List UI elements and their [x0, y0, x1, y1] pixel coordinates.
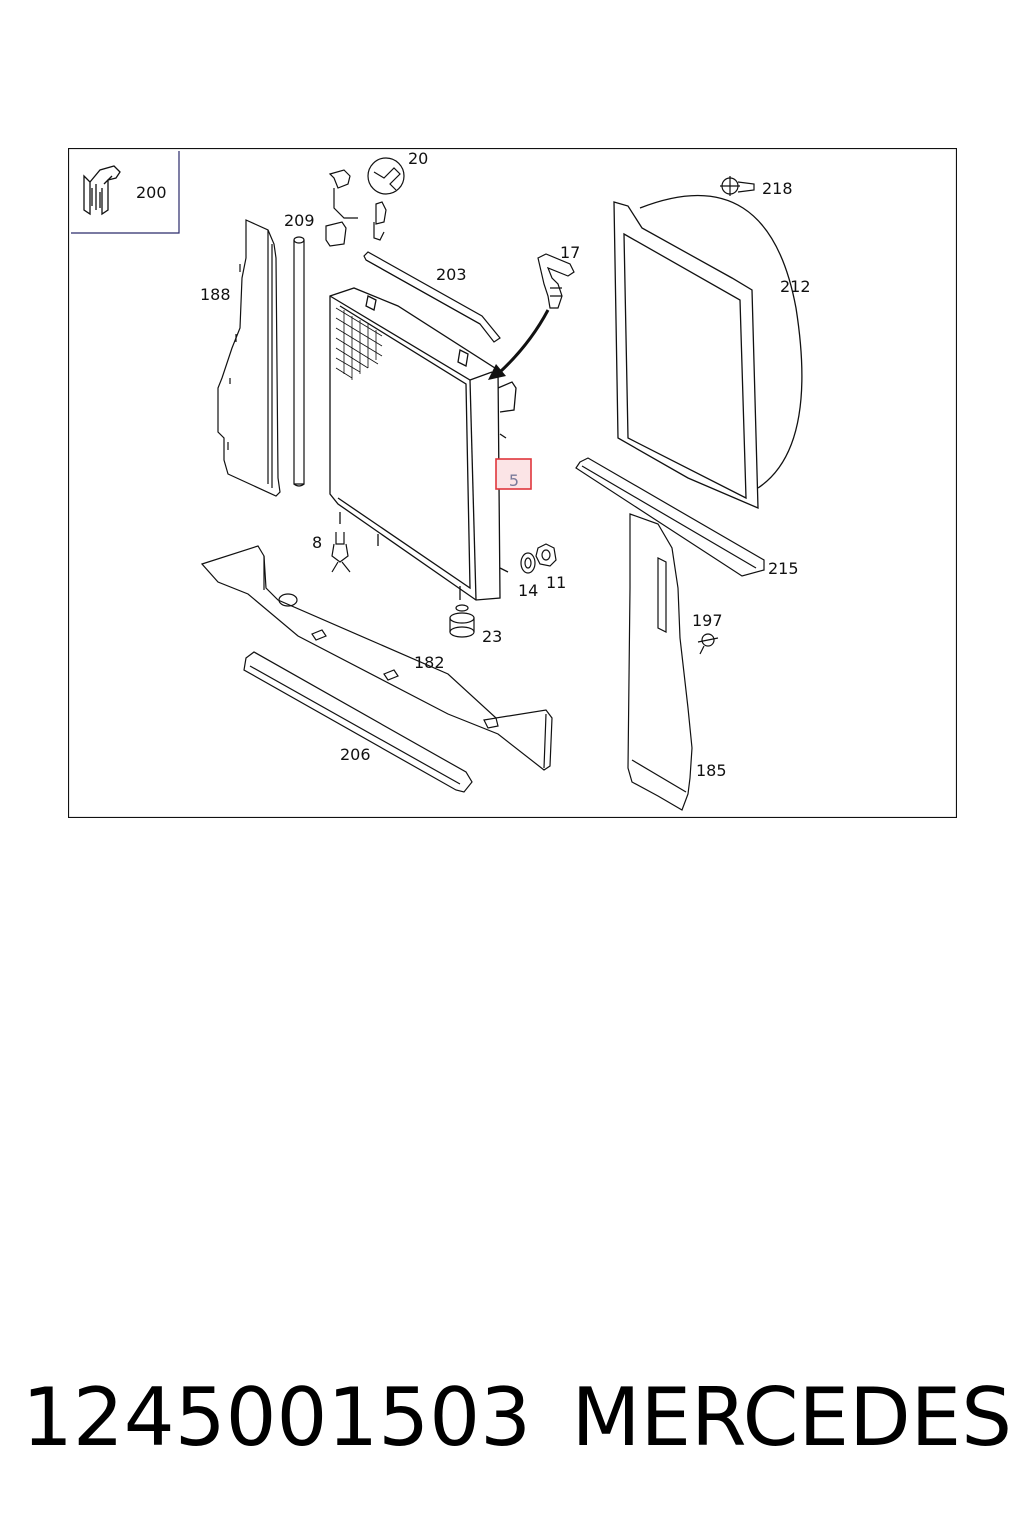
callout-20: 20 — [408, 149, 428, 168]
part-188-side-panel — [217, 219, 281, 497]
part-5-radiator — [329, 287, 517, 601]
part-182-cross-member — [200, 545, 553, 771]
part-185-side-panel — [627, 513, 693, 811]
callout-188: 188 — [200, 285, 231, 304]
callout-209: 209 — [284, 211, 315, 230]
part-203-seal-strip — [363, 251, 501, 343]
part-215-seal-strip — [575, 457, 765, 577]
callout-5: 5 — [509, 471, 519, 490]
clip-icon — [83, 165, 121, 216]
callout-11: 11 — [546, 573, 566, 592]
part-8-clip — [331, 532, 351, 573]
highlight-box-5 — [495, 458, 532, 490]
callout-23: 23 — [482, 627, 502, 646]
part-number: 1245001503 — [22, 1371, 531, 1464]
part-218-clip — [720, 176, 755, 196]
part-20-brackets — [325, 157, 405, 247]
part-14-washer — [520, 552, 536, 574]
pointer-arrowhead — [488, 364, 506, 380]
callout-8: 8 — [312, 533, 322, 552]
pointer-arrow — [498, 309, 550, 374]
callout-185: 185 — [696, 761, 727, 780]
part-206-seal-strip — [243, 651, 473, 793]
inset-label: 200 — [136, 183, 167, 202]
callout-182: 182 — [414, 653, 445, 672]
callout-215: 215 — [768, 559, 799, 578]
brand-name: MERCEDES — [571, 1371, 1012, 1464]
callout-203: 203 — [436, 265, 467, 284]
parts-diagram: 200 20 209 188 203 17 — [68, 148, 957, 818]
radiator-grid — [335, 307, 383, 380]
inset-box: 200 — [71, 151, 180, 234]
callout-212: 212 — [780, 277, 811, 296]
callout-197: 197 — [692, 611, 723, 630]
part-11-nut — [535, 543, 557, 567]
part-17-connector — [537, 253, 575, 309]
part-197-screw — [697, 633, 719, 655]
callout-218: 218 — [762, 179, 793, 198]
part-209-rod — [293, 236, 305, 487]
footer-bar: 1245001503 MERCEDES — [22, 1368, 1012, 1468]
callout-14: 14 — [518, 581, 538, 600]
callout-206: 206 — [340, 745, 371, 764]
part-212-fan-shroud — [613, 194, 803, 509]
part-23-mount — [449, 604, 475, 638]
callout-17: 17 — [560, 243, 580, 262]
parts-diagram-svg: 200 20 209 188 203 17 — [68, 148, 957, 818]
